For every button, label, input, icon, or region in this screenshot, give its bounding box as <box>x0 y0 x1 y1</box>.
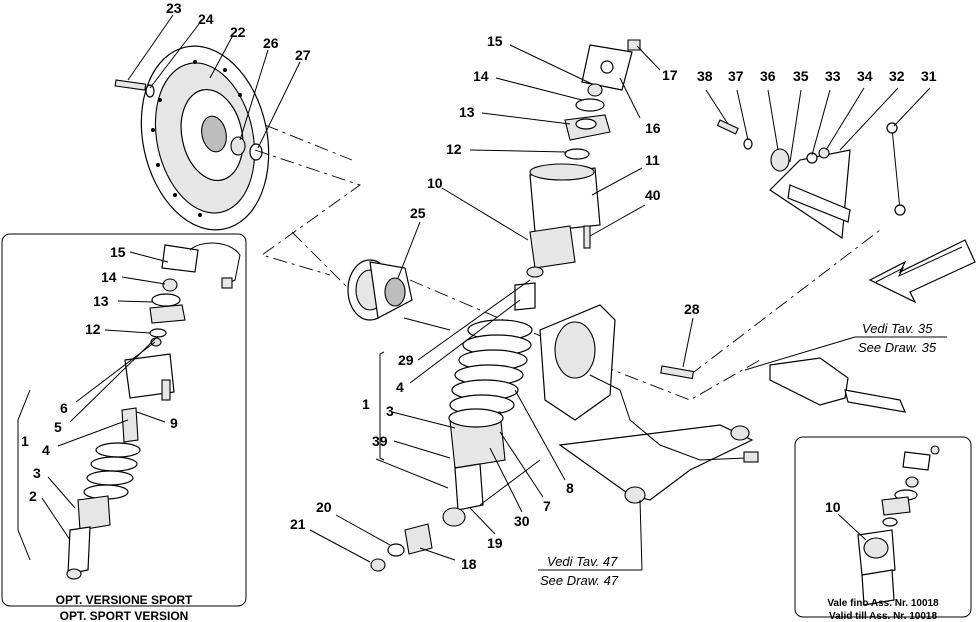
callout-26: 26 <box>263 35 279 51</box>
callout-19: 19 <box>487 535 503 551</box>
inset-callout-12: 12 <box>85 321 101 337</box>
adjuster-rod-30 <box>479 459 541 506</box>
reference-tav47: Vedi Tav. 47 See Draw. 47 <box>538 499 643 588</box>
bump-29 <box>514 282 536 311</box>
callout-10: 10 <box>427 175 443 191</box>
washer-37 <box>743 138 753 150</box>
leader-lines <box>127 14 931 563</box>
callout-34: 34 <box>857 68 873 84</box>
callout-28: 28 <box>684 301 700 317</box>
bolt-28 <box>660 365 695 380</box>
inset-callout-15: 15 <box>110 244 126 260</box>
callout-12: 12 <box>446 141 462 157</box>
callout-7: 7 <box>543 498 551 514</box>
shock-body <box>442 408 506 527</box>
inset-callout-1: 1 <box>21 433 29 449</box>
drive-shaft <box>769 357 906 413</box>
inset-callout-2: 2 <box>29 488 37 504</box>
callout-25: 25 <box>410 205 426 221</box>
direction-arrow <box>868 239 976 304</box>
inset-callout-4: 4 <box>42 442 50 458</box>
inset-caption-it: OPT. VERSIONE SPORT <box>56 593 193 607</box>
bump-stop-11 <box>529 163 601 269</box>
inset-callout-6: 6 <box>60 400 68 416</box>
nut-21 <box>370 558 386 572</box>
coil-spring <box>449 319 533 416</box>
upright <box>539 304 616 421</box>
ref-tav47-en: See Draw. 47 <box>540 573 619 588</box>
assembly-center-lines <box>254 124 881 401</box>
inset-valid-till: 10 Vale fino Ass. Nr. 10018 Valid till A… <box>794 436 972 622</box>
inset-valid-callout-10: 10 <box>825 499 841 515</box>
reference-tav35: Vedi Tav. 35 See Draw. 35 <box>744 321 947 371</box>
bushing-18 <box>404 523 433 555</box>
ref-tav35-en: See Draw. 35 <box>858 340 937 355</box>
callout-27: 27 <box>295 47 311 63</box>
callout-31: 31 <box>921 68 937 84</box>
nut-15 <box>587 83 603 97</box>
callout-1: 1 <box>362 396 370 412</box>
top-mount-plate-16 <box>581 44 633 91</box>
callout-37: 37 <box>728 68 744 84</box>
washer-14 <box>575 98 605 112</box>
abs-sensor-cable <box>589 374 759 463</box>
inset-callout-14: 14 <box>101 269 117 285</box>
callout-8: 8 <box>566 480 574 496</box>
washer-24 <box>145 84 155 98</box>
anti-roll-bar <box>769 148 851 240</box>
callout-18: 18 <box>461 556 477 572</box>
callout-3: 3 <box>386 403 394 419</box>
bolt-23 <box>114 79 147 91</box>
callout-36: 36 <box>760 68 776 84</box>
callouts-main: 23 24 22 26 27 15 14 13 12 10 17 16 11 4… <box>166 0 937 572</box>
callout-40: 40 <box>645 187 661 203</box>
callout-13: 13 <box>459 104 475 120</box>
wheel-hub <box>347 259 451 331</box>
bearing-26 <box>230 136 246 156</box>
lower-arm <box>558 424 754 504</box>
callout-35: 35 <box>793 68 809 84</box>
washer-33 <box>806 152 818 164</box>
callout-15: 15 <box>487 33 503 49</box>
callout-16: 16 <box>645 120 661 136</box>
mount-13 <box>564 114 611 141</box>
callout-23: 23 <box>166 0 182 16</box>
callout-17: 17 <box>662 67 678 83</box>
callout-39: 39 <box>372 433 388 449</box>
drop-link-31 <box>886 122 906 216</box>
nut-17 <box>627 39 641 51</box>
inset-callout-13: 13 <box>93 293 109 309</box>
callout-11: 11 <box>645 152 660 168</box>
inset-valid-caption-it: Vale fino Ass. Nr. 10018 <box>827 598 939 609</box>
inset-callout-9: 9 <box>170 415 178 431</box>
ref-tav47-it: Vedi Tav. 47 <box>547 554 618 569</box>
callout-32: 32 <box>889 68 905 84</box>
callout-24: 24 <box>198 11 214 27</box>
brake-disc <box>140 45 270 231</box>
callout-21: 21 <box>290 516 306 532</box>
inset-callout-3: 3 <box>33 465 41 481</box>
washer-12 <box>564 148 590 160</box>
callout-38: 38 <box>697 68 713 84</box>
nut-34 <box>818 147 830 159</box>
callout-4: 4 <box>396 379 404 395</box>
callout-14: 14 <box>473 68 489 84</box>
bolt-40 <box>583 225 591 249</box>
inset-caption-en: OPT. SPORT VERSION <box>60 609 189 622</box>
inset-sport-version: 15 14 13 12 6 5 4 1 3 2 9 OPT. VERSIONE … <box>1 233 247 622</box>
callout-33: 33 <box>825 68 841 84</box>
callout-22: 22 <box>230 24 246 40</box>
ref-tav35-it: Vedi Tav. 35 <box>862 321 933 336</box>
callout-20: 20 <box>316 499 332 515</box>
inset-callout-5: 5 <box>54 419 62 435</box>
inset-valid-caption-en: Valid till Ass. Nr. 10018 <box>829 611 937 622</box>
washer-20 <box>387 543 405 557</box>
callout-29: 29 <box>398 352 414 368</box>
bolt-38 <box>716 119 739 135</box>
buffer-10 <box>526 266 544 278</box>
callout-30: 30 <box>514 513 530 529</box>
